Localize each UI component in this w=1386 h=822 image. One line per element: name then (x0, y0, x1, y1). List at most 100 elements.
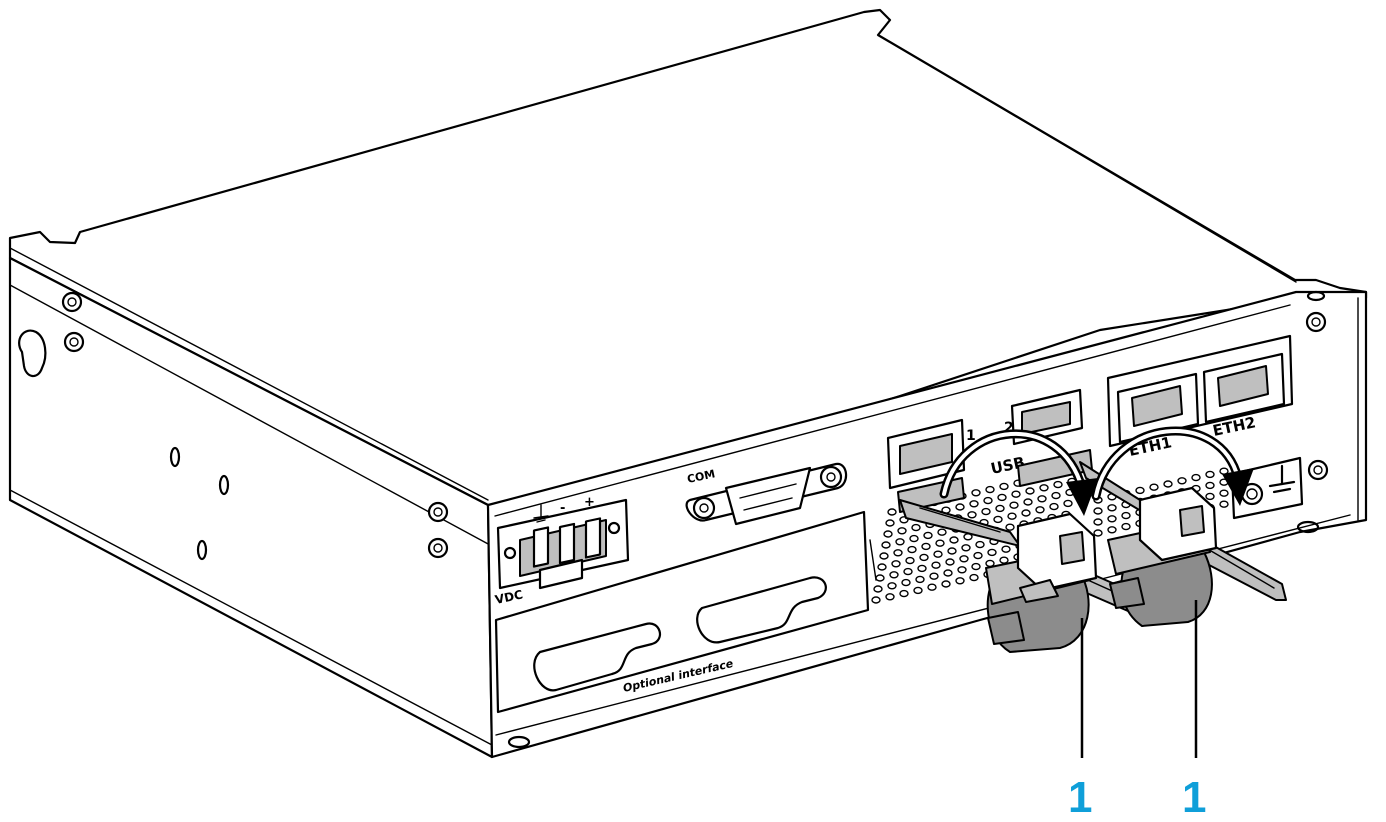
vent-hole (1025, 487, 1035, 495)
vent-hole (1005, 523, 1015, 531)
vent-hole (1009, 501, 1019, 509)
vent-hole (983, 496, 993, 505)
vent-hole (1093, 507, 1103, 515)
vent-hole (971, 562, 981, 571)
vent-hole (1107, 526, 1117, 534)
vent-hole (1219, 489, 1229, 497)
vent-hole (1011, 490, 1021, 498)
vent-hole (907, 545, 917, 554)
left-face-bottom (9, 489, 493, 746)
vent-hole (887, 508, 897, 516)
vent-hole (955, 577, 965, 585)
vent-hole (931, 561, 941, 569)
vent-hole (949, 536, 959, 544)
vent-hole (993, 515, 1003, 524)
vent-hole (999, 556, 1009, 564)
power-minus-label: - (560, 501, 565, 516)
rotation-arrow-icon (1091, 426, 1254, 506)
vent-hole (895, 538, 905, 546)
vent-hole (945, 558, 955, 566)
cable-clip-left (985, 512, 1098, 653)
vent-hole (1121, 511, 1131, 520)
vent-hole (1035, 506, 1045, 514)
vent-hole (947, 547, 957, 555)
vent-hole (1149, 483, 1159, 491)
vent-hole (917, 564, 927, 573)
vent-hole (969, 573, 979, 582)
usb-port-1-label: 1 (966, 428, 976, 444)
vent-hole (905, 556, 915, 565)
vent-hole (1205, 470, 1215, 479)
vent-hole (957, 566, 967, 574)
callout-number-right: 1 (1182, 773, 1206, 822)
side-hole-2 (218, 474, 230, 496)
vent-hole (903, 567, 913, 576)
vent-hole (1007, 512, 1017, 520)
vent-hole (973, 551, 983, 560)
vent-hole (1205, 492, 1215, 501)
vent-hole (933, 550, 943, 558)
ethernet-ports: ETH1 ETH2 (1106, 334, 1294, 460)
vent-hole (879, 552, 889, 560)
vent-hole (1107, 515, 1117, 523)
vent-hole (985, 485, 995, 494)
power-plus-label: + (584, 495, 595, 510)
vent-hole (891, 560, 901, 568)
vent-hole (935, 539, 945, 547)
vent-hole (975, 540, 985, 549)
vent-hole (927, 583, 937, 591)
vent-hole (897, 527, 907, 535)
screw-icon (61, 291, 449, 559)
vent-hole (899, 589, 909, 598)
vent-hole (1051, 491, 1061, 500)
vent-hole (887, 582, 897, 590)
vent-hole (899, 516, 909, 524)
vent-hole (1093, 518, 1103, 526)
vent-hole (913, 586, 923, 595)
vent-hole (1037, 495, 1047, 503)
ground-icon (533, 504, 549, 523)
callout-number-left: 1 (1068, 773, 1092, 822)
vent-hole (971, 489, 981, 497)
vent-hole (999, 482, 1009, 491)
bottom-hole-left (507, 735, 531, 749)
front-screw (1305, 311, 1327, 333)
vent-hole (1001, 545, 1011, 553)
vent-hole (877, 563, 887, 571)
vent-hole (1191, 473, 1201, 482)
vent-hole (1219, 500, 1229, 508)
vent-hole (873, 585, 883, 593)
cable-clip-right (1107, 486, 1218, 627)
side-hole-1 (169, 446, 181, 468)
bottom-hole-right (1296, 520, 1320, 534)
front-face-inner-top (494, 304, 1291, 517)
vent-hole (885, 593, 895, 601)
vent-hole (997, 493, 1007, 502)
vent-hole (889, 571, 899, 579)
side-hole-3 (196, 539, 208, 561)
vent-hole (909, 534, 919, 543)
vent-hole (1163, 480, 1173, 488)
vent-hole (1177, 477, 1187, 485)
vent-hole (941, 580, 951, 588)
vent-hole (893, 549, 903, 557)
vent-hole (967, 511, 977, 519)
vent-hole (885, 519, 895, 527)
vent-hole (943, 569, 953, 577)
vent-hole (937, 528, 947, 536)
top-edge-line-2 (877, 34, 1297, 283)
vent-hole (955, 503, 965, 511)
power-connector: VDC - + (494, 495, 630, 607)
vent-hole (1135, 486, 1145, 495)
vent-hole (1053, 480, 1063, 489)
vent-hole (1063, 499, 1073, 508)
vent-hole (987, 548, 997, 557)
vent-hole (881, 541, 891, 549)
vent-hole (961, 544, 971, 552)
rotation-arrow-icon (939, 429, 1098, 516)
vent-hole (1121, 522, 1131, 531)
vent-hole (871, 596, 881, 604)
vent-hole (901, 578, 911, 587)
